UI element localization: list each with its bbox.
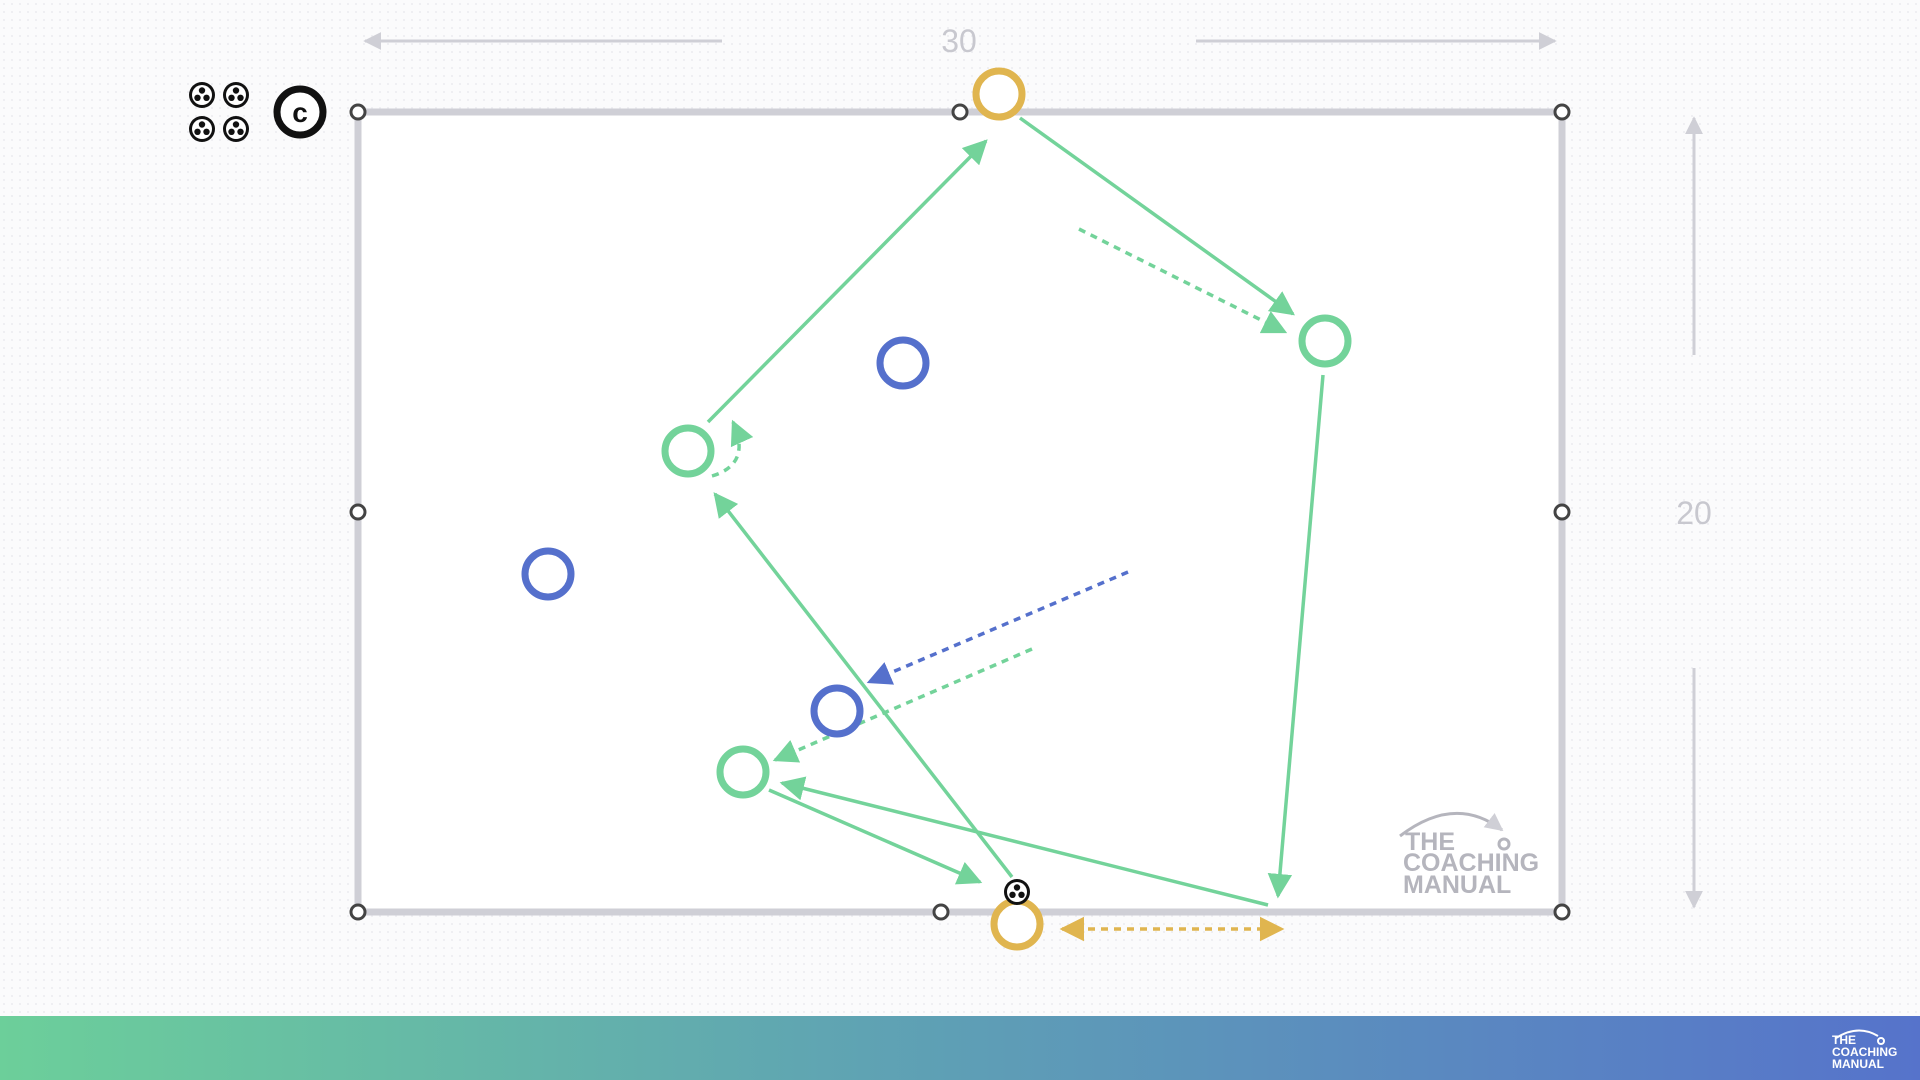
width-label: 30 xyxy=(941,23,977,59)
pass-arrow xyxy=(1018,116,1295,316)
attacking-player xyxy=(716,745,770,799)
footer-logo-line-1: THE xyxy=(1832,1033,1856,1047)
copyright-icon: c xyxy=(273,85,327,139)
run-arrow-blue xyxy=(866,570,1129,685)
width-measure: 30 xyxy=(363,23,1557,59)
cone xyxy=(1553,103,1571,121)
logo-ball-icon xyxy=(1497,837,1511,851)
neutral-player xyxy=(972,67,1026,121)
pass-arrow xyxy=(779,776,1269,907)
balls-legend-icon xyxy=(189,82,249,142)
logo-swoosh-icon xyxy=(1399,811,1504,838)
pass-arrow xyxy=(713,492,1014,879)
footer-logo: THE COACHING MANUAL xyxy=(1828,1024,1910,1072)
pass-arrow xyxy=(1267,374,1325,899)
pass-lines xyxy=(706,116,1325,907)
cone xyxy=(932,903,950,921)
cone xyxy=(349,103,367,121)
footer-logo-swoosh-icon xyxy=(1835,1029,1879,1039)
pass-arrow xyxy=(768,788,983,885)
footer-logo-ball-icon xyxy=(1877,1037,1885,1045)
logo-line-2: COACHING xyxy=(1403,849,1539,877)
attacking-players xyxy=(661,314,1352,799)
cone xyxy=(1553,903,1571,921)
footer-bar: THE COACHING MANUAL xyxy=(0,1016,1920,1080)
footer-logo-line-3: MANUAL xyxy=(1832,1057,1884,1071)
attacking-player xyxy=(661,424,715,478)
cone xyxy=(349,903,367,921)
defending-players xyxy=(521,336,930,738)
coaching-manual-logo: THE COACHING MANUAL xyxy=(1399,811,1539,899)
defending-player xyxy=(521,547,575,601)
ball-icon xyxy=(1004,879,1030,905)
copyright-letter: c xyxy=(292,97,308,128)
defending-player xyxy=(876,336,930,390)
cone xyxy=(1553,503,1571,521)
field-area xyxy=(354,108,1566,916)
neutral-players xyxy=(972,67,1044,951)
defending-player xyxy=(810,684,864,738)
attacking-player xyxy=(1298,314,1352,368)
neutral-player xyxy=(990,897,1044,951)
logo-line-1: THE xyxy=(1405,828,1455,856)
pass-arrow xyxy=(706,139,988,424)
height-measure: 20 xyxy=(1676,116,1712,909)
footer-logo-line-2: COACHING xyxy=(1832,1045,1897,1059)
cones xyxy=(349,103,1571,921)
logo-line-3: MANUAL xyxy=(1403,871,1511,899)
cone xyxy=(349,503,367,521)
cone xyxy=(951,103,969,121)
player-runs xyxy=(711,227,1288,942)
height-label: 20 xyxy=(1676,495,1712,531)
